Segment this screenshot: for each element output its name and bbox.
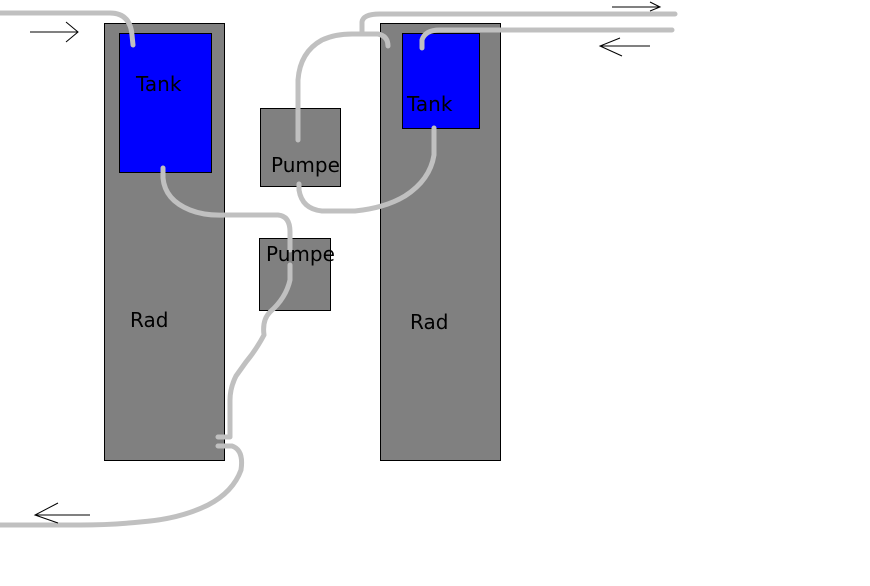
tube-upper-pump-to-right-tank xyxy=(295,31,391,143)
tube-left-tank-to-lower-pump xyxy=(160,165,293,253)
inlet-arrow-left xyxy=(30,21,79,43)
right-radiator-label: Rad xyxy=(410,310,448,334)
lower-pump-label: Pumpe xyxy=(266,242,335,266)
outlet-arrow-right xyxy=(612,1,662,12)
left-tank-label: Tank xyxy=(135,72,182,96)
upper-pump-label: Pumpe xyxy=(271,153,340,177)
outlet-arrow-left xyxy=(33,502,90,524)
left-tank xyxy=(119,33,212,173)
right-tank xyxy=(402,33,480,129)
inlet-tube-right xyxy=(419,27,675,51)
outlet-tube-left xyxy=(0,443,245,528)
right-tank-label: Tank xyxy=(406,92,453,116)
inlet-tube-left xyxy=(0,10,136,48)
inlet-arrow-right xyxy=(598,37,650,57)
lower-pump xyxy=(259,238,331,311)
tube-lower-pump-to-outlet xyxy=(215,262,293,440)
outlet-tube-right xyxy=(359,11,678,36)
left-radiator-label: Rad xyxy=(130,308,168,332)
tube-right-tank-to-upper-pump xyxy=(296,125,437,214)
